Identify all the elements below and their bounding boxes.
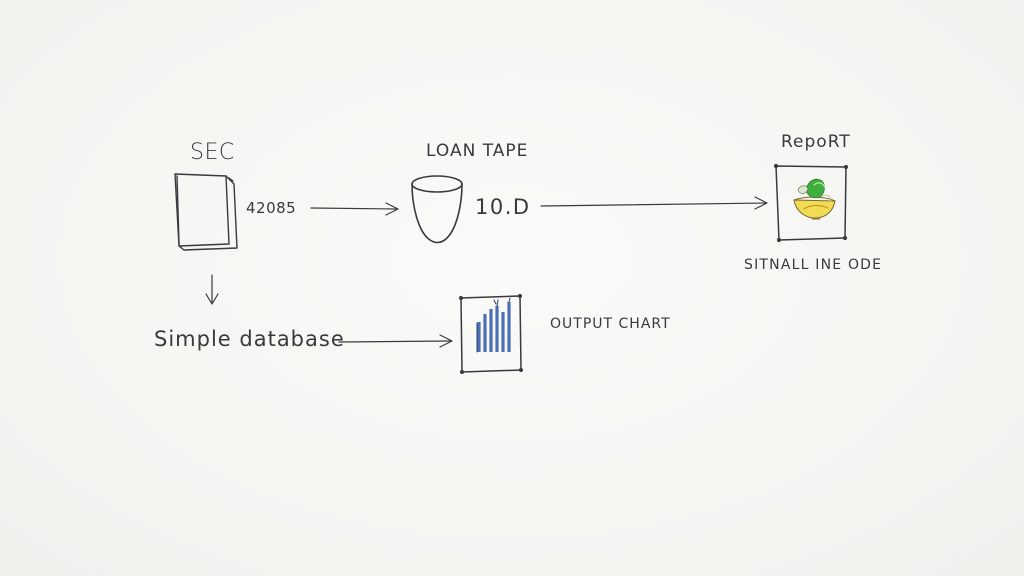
arrow-sec-to-loan-tape (310, 202, 399, 216)
report-label: RepoRT (781, 132, 851, 152)
database-label: Simple database (154, 327, 345, 351)
loan-tape-label: LOAN TAPE (426, 141, 529, 161)
loan-tape-code-label: 10.D (475, 195, 531, 219)
output-chart-label: OUTPUT CHART (550, 316, 671, 332)
framed-bowl-image-icon (773, 163, 849, 243)
cylinder-cup-icon (411, 175, 463, 244)
arrow-database-to-output-chart (338, 334, 453, 348)
arrow-loan-tape-to-report (540, 196, 768, 210)
arrow-sec-to-database (205, 274, 219, 305)
sec-code-label: 42085 (246, 199, 297, 217)
sec-label: SEC (190, 140, 235, 165)
report-caption: SITNALL INE ODE (744, 257, 883, 273)
bar-chart-icon (459, 294, 523, 374)
document-stack-icon (174, 173, 238, 251)
